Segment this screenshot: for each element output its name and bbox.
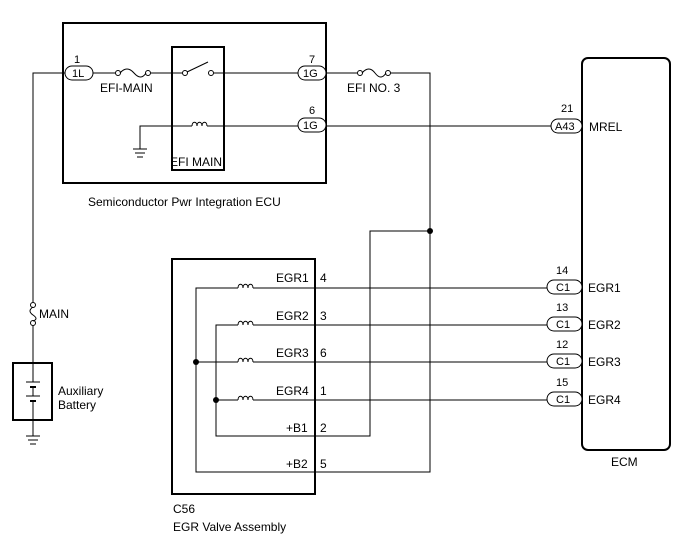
ecm-signal-egr4: EGR4 (588, 393, 621, 407)
battery-icon (26, 363, 40, 420)
egr-terminal-egr3-num: 6 (320, 346, 327, 360)
fuse-efi-no3-icon (357, 68, 391, 78)
fuse-main-icon (29, 302, 37, 326)
relay-label: EFI MAIN (170, 155, 222, 169)
egr-coil-1-icon (237, 283, 254, 289)
ground-icon (133, 148, 147, 158)
fuse-main-label: MAIN (39, 307, 69, 321)
fuse-efi-main-label: EFI-MAIN (100, 81, 153, 95)
ecm-signal-egr1: EGR1 (588, 281, 621, 295)
egr-terminal-b1-label: +B1 (286, 421, 308, 435)
relay-coil-icon (191, 121, 208, 127)
egr-valve-box (171, 258, 316, 495)
ecm-connector-a43 (550, 118, 583, 134)
egr-valve-name: EGR Valve Assembly (173, 520, 286, 534)
ecu-connector-1l-label: 1L (72, 68, 84, 80)
ecm-signal-mrel: MREL (589, 120, 623, 134)
egr-coil-4-icon (237, 395, 254, 401)
ecm-connector-a43-label: A43 (555, 121, 575, 133)
egr-coil-2-icon (237, 320, 254, 326)
relay-switch-icon (182, 61, 214, 76)
junction-dot-b1 (213, 397, 219, 403)
fuse-efi-main-icon (115, 68, 151, 78)
egr-terminal-egr2-label: EGR2 (276, 309, 309, 323)
ecu-connector-1g-pin6 (297, 117, 327, 133)
ecu-connector-1g-pin6-label: 1G (303, 120, 318, 132)
ecm-connector-c1-egr2-label: C1 (556, 319, 570, 331)
ecm-connector-c1-egr3 (546, 353, 583, 369)
ecu-pin-6-num: 6 (309, 105, 315, 117)
ecm-connector-c1-egr2 (546, 316, 583, 332)
ecm-name: ECM (611, 455, 638, 469)
ecm-pin-13-num: 13 (556, 302, 568, 314)
battery-ground-icon (26, 435, 40, 445)
ecm-pin-21-num: 21 (561, 103, 573, 115)
junction-dot-b2 (193, 359, 199, 365)
egr-terminal-egr3-label: EGR3 (276, 346, 309, 360)
egr-terminal-egr2-num: 3 (320, 309, 327, 323)
egr-terminal-b2-num: 5 (320, 457, 327, 471)
ecm-box (581, 57, 671, 451)
egr-coil-3-icon (237, 357, 254, 363)
battery-label-1: Auxiliary (58, 384, 103, 398)
ecm-connector-c1-egr1 (546, 279, 583, 295)
ecu-connector-1g-pin7-label: 1G (303, 68, 318, 80)
egr-terminal-egr1-num: 4 (320, 271, 327, 285)
ecu-pin-7-num: 7 (309, 54, 315, 66)
ecm-connector-c1-egr3-label: C1 (556, 356, 570, 368)
ecu-pin-1-num: 1 (74, 54, 80, 66)
ecu-name: Semiconductor Pwr Integration ECU (88, 195, 281, 209)
egr-terminal-egr4-label: EGR4 (276, 384, 309, 398)
ecm-connector-c1-egr4 (546, 391, 583, 407)
ecu-box (62, 22, 327, 184)
ecm-signal-egr2: EGR2 (588, 318, 621, 332)
fuse-efi-no3-label: EFI NO. 3 (347, 81, 401, 95)
ecm-pin-12-num: 12 (556, 339, 568, 351)
relay-box (171, 46, 225, 171)
ecm-signal-egr3: EGR3 (588, 355, 621, 369)
egr-terminal-egr1-label: EGR1 (276, 271, 309, 285)
egr-valve-code: C56 (173, 502, 195, 516)
egr-terminal-egr4-num: 1 (320, 384, 327, 398)
ecm-connector-c1-egr1-label: C1 (556, 282, 570, 294)
ecm-pin-14-num: 14 (556, 265, 568, 277)
egr-terminal-b1-num: 2 (320, 421, 327, 435)
battery-label-2: Battery (58, 398, 96, 412)
ecm-pin-15-num: 15 (556, 377, 568, 389)
ecm-connector-c1-egr4-label: C1 (556, 394, 570, 406)
egr-terminal-b2-label: +B2 (286, 457, 308, 471)
